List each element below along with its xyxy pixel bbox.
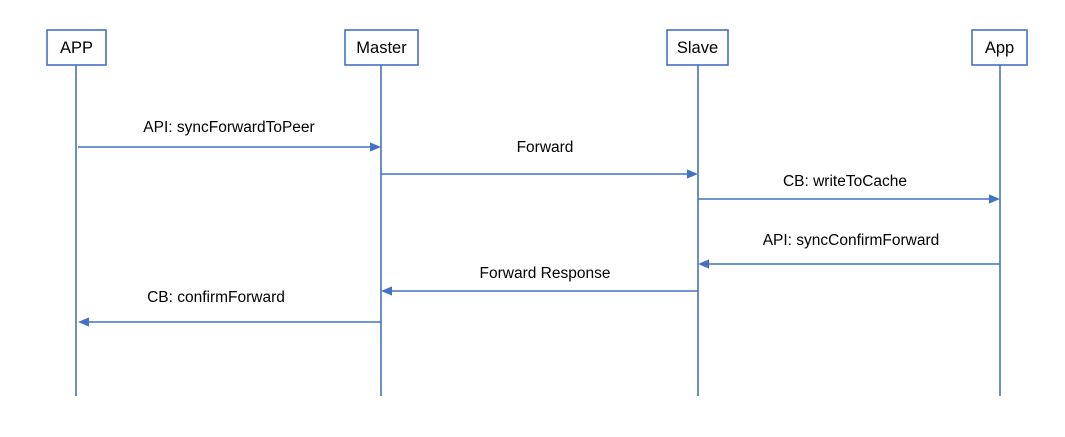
message-label-m1: API: syncForwardToPeer <box>143 119 314 136</box>
message-m6[interactable]: CB: confirmForward <box>78 289 381 327</box>
participant-app_right[interactable]: App <box>971 29 1028 66</box>
message-m2[interactable]: Forward <box>381 139 698 179</box>
arrowhead-icon-m4 <box>698 259 709 269</box>
message-m1[interactable]: API: syncForwardToPeer <box>78 119 381 152</box>
participant-label-master: Master <box>356 39 407 57</box>
message-m3[interactable]: CB: writeToCache <box>698 173 1000 204</box>
arrowhead-icon-m6 <box>78 317 89 327</box>
message-label-m4: API: syncConfirmForward <box>763 232 940 249</box>
participant-app_left[interactable]: APP <box>46 29 107 66</box>
participant-box-app_left <box>46 29 107 66</box>
message-label-m3: CB: writeToCache <box>783 173 907 190</box>
participant-label-app_left: APP <box>60 39 93 57</box>
arrowhead-icon-m3 <box>989 194 1000 204</box>
participant-box-master <box>344 29 419 66</box>
participants-layer: APP Master Slave App <box>46 29 1028 66</box>
message-label-m2: Forward <box>517 139 574 156</box>
message-m5[interactable]: Forward Response <box>381 265 698 296</box>
arrowhead-icon-m1 <box>370 142 381 152</box>
message-label-m5: Forward Response <box>480 265 611 282</box>
participant-slave[interactable]: Slave <box>666 29 729 66</box>
participant-box-slave <box>666 29 729 66</box>
message-label-m6: CB: confirmForward <box>147 289 285 306</box>
participant-box-app_right <box>971 29 1028 66</box>
participant-label-app_right: App <box>985 39 1014 57</box>
arrowhead-icon-m5 <box>381 286 392 296</box>
arrowhead-icon-m2 <box>687 169 698 179</box>
participant-master[interactable]: Master <box>344 29 419 66</box>
message-m4[interactable]: API: syncConfirmForward <box>698 232 1000 269</box>
participant-label-slave: Slave <box>677 39 718 57</box>
lifelines-layer <box>75 65 1001 396</box>
